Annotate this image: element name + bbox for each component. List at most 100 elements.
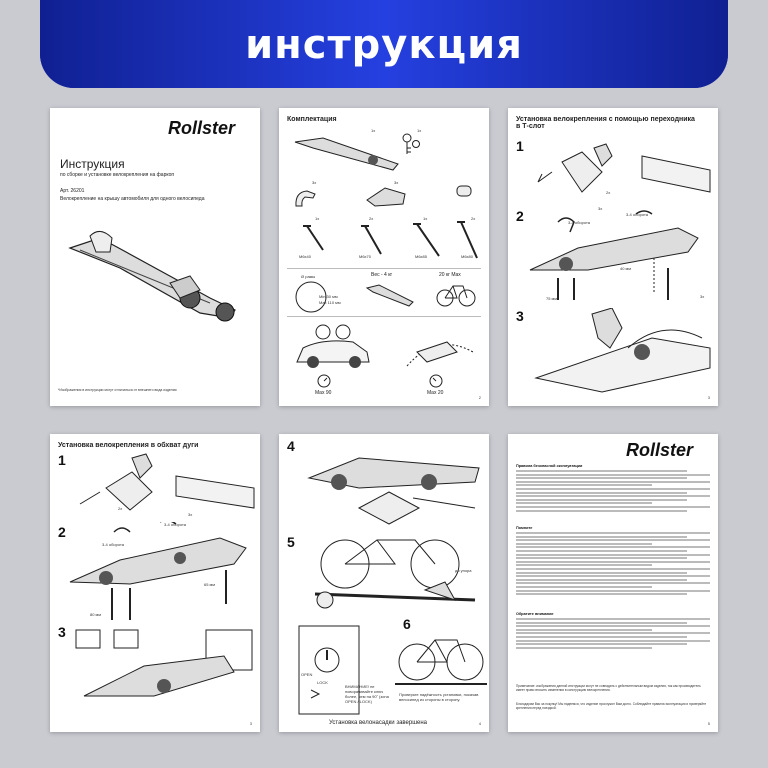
length-label: 75 мм [546,296,558,301]
completion-message: Установка велонасадки завершена [329,720,428,726]
banner-title: инструкция [245,22,523,68]
step-2-illustration [69,522,247,620]
bicycle-icon [436,285,476,307]
step-3-illustration [534,308,711,393]
angle-gauge-icon [429,374,443,388]
article-number: Арт. 26201 [60,188,85,194]
page-heading: Комплектация [287,116,337,123]
key-lock-illustration [298,625,360,715]
bike-carrier-illustration [68,231,236,322]
step-number: 3 [516,308,524,324]
car-with-bike-icon [296,324,370,368]
page-number: 4 [478,721,481,726]
page-heading: Установка велокрепления с помощью перехо… [516,116,695,130]
bolt-size: M6x40 [299,254,312,259]
bolt-size: M6x80 [461,254,474,259]
qty-label: 3x [700,294,705,299]
step-number: 1 [58,452,66,468]
speedometer-icon [317,374,331,388]
step-number: 2 [58,524,66,540]
qty-label: 2x [369,216,374,221]
qty-label: 2x [606,190,611,195]
warranty-section: Обратите внимание [516,612,710,650]
max-load: 20 кг Max [439,272,461,278]
bolt-size: M6x70 [359,254,372,259]
divider [287,316,481,317]
header-banner: инструкция [40,0,728,88]
qty-label: 1x [417,128,422,133]
qty-label: 1x [371,128,376,133]
page-t-slot-install: Установка велокрепления с помощью перехо… [508,108,718,406]
brand-logo: Rollster [626,440,694,460]
doc-subtitle: по сборке и установке велокрепления на ф… [60,172,175,178]
footnote: Примечание: изображения данной инструкци… [516,684,701,693]
brand-logo: Rollster [168,118,236,138]
divider [287,268,481,269]
bolt-size: M6x85 [415,254,428,259]
product-description: Велокрепление на крышу автомобиля для од… [60,196,205,202]
step-1-illustration [537,143,711,193]
section-title: Правила безопасной эксплуатации [516,464,583,468]
carrier-part-icon [294,137,399,171]
open-label: OPEN [301,672,313,677]
key-warning: ВНИМАНИЕ! не поворачивайте ключ более, ч… [345,684,389,704]
step-number: 2 [516,208,524,224]
page-heading: Установка велокрепления в обхват дуги [58,442,199,449]
turns-label: 3-4 оборота [568,220,591,225]
weight-label: Вес - 4 кг [371,272,393,278]
length-label: 65 мм [204,582,216,587]
qty-label: 1x [423,216,428,221]
page-crossbar-install: Установка велокрепления в обхват дуги 1 … [50,434,260,732]
qty-label: 2x [471,216,476,221]
frame-diameter-icon [295,281,327,313]
step-number: 5 [287,534,295,550]
page-number: 3 [249,721,252,726]
step-number: 3 [58,624,66,640]
qty-label: 3x [188,512,193,517]
step-5-illustration [314,539,476,609]
page-number: 3 [707,395,710,400]
qty-label: 3x [598,206,603,211]
page-number: 2 [478,395,481,400]
step-number: 4 [287,438,295,454]
step-4-illustration [307,457,480,525]
turns-label: 3-4 оборота [164,522,187,527]
lock-label: LOCK [317,680,328,685]
section-title: Помните [516,526,533,530]
turns-label: 3-4 оборота [626,212,649,217]
step-6-illustration [395,639,487,685]
page-bike-mount: 4 5 до упора OPEN LOCK ВНИМАНИЕ! не пово… [279,434,489,732]
frame-min: Min 30 мм [319,294,338,299]
key-icon [402,133,420,154]
check-note: Проверьте надёжность установки, покачав … [399,692,479,702]
max-speed: Max 90 [315,390,332,396]
qty-label: 2x [118,506,123,511]
disclaimer-note: *Изображения в инструкции могут отличать… [58,388,177,392]
page-safety-rules: Rollster Правила безопасной эксплуатации… [508,434,718,732]
remember-section: Помните [516,526,710,597]
frame-max: Max 110 мм [319,300,341,305]
length-label: 80 мм [90,612,102,617]
car-angle-icon [406,341,474,367]
page-contents: Комплектация 1x 1x 3x 3x 1x 2x 1x 2x M6x… [279,108,489,406]
step-1-illustration [79,453,255,511]
doc-title: Инструкция [60,157,125,171]
qty-label: 1x [315,216,320,221]
cap-icon [456,185,472,197]
frame-label: Ø рамы [301,274,316,279]
length-label: 40 мм [620,266,632,271]
page-number: 5 [707,721,710,726]
section-title: Обратите внимание [516,612,554,616]
turns-label: 3-4 оборота [102,542,125,547]
thanks-note: Благодарим Вас за покупку! Мы надеемся, … [516,702,707,711]
safety-rules-section: Правила безопасной эксплуатации [516,464,710,513]
page-cover: Rollster Инструкция по сборке и установк… [50,108,260,406]
step-2-illustration [529,210,699,300]
step-3-illustration [75,629,253,697]
qty-label: 3x [394,180,399,185]
max-angle: Max 20 [427,390,444,396]
carrier-weight-icon [365,284,414,307]
clamp-icon [295,190,316,207]
step-number: 6 [403,616,411,632]
lock-note: до упора [455,568,472,573]
